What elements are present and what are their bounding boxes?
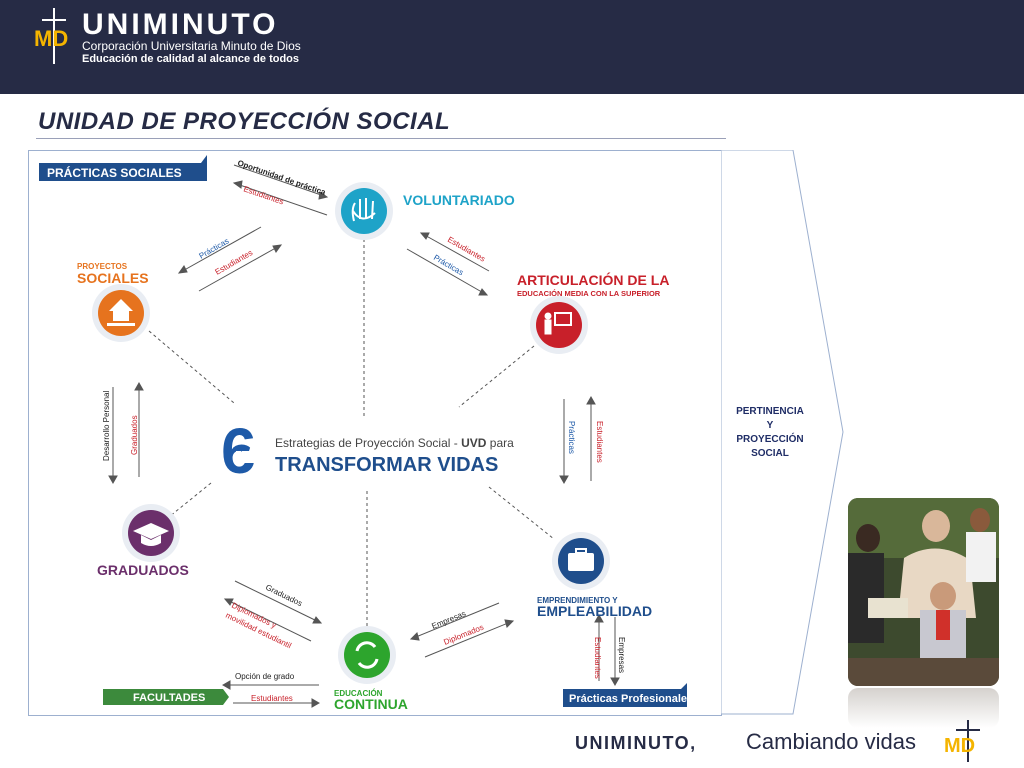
label-estudiantes-ps: Estudiantes — [214, 248, 255, 277]
svg-text:FACULTADES: FACULTADES — [133, 692, 205, 704]
label-desarrollo: Desarrollo Personal — [102, 391, 111, 461]
teacher-board-icon — [544, 312, 572, 335]
svg-text:Prácticas Profesionales: Prácticas Profesionales — [569, 693, 693, 705]
graduados-label: GRADUADOS — [97, 562, 189, 578]
node-articulacion: ARTICULACIÓN DE LA EDUCACIÓN MEDIA CON L… — [517, 271, 669, 354]
emprendimiento-label-2: EMPLEABILIDAD — [537, 603, 652, 619]
emprendimiento-label-1: EMPRENDIMIENTO Y — [537, 596, 618, 605]
proyectos-label-1: PROYECTOS — [77, 262, 128, 271]
label-estudiantes-art: Estudiantes — [446, 235, 487, 264]
page-title: UNIDAD DE PROYECCIÓN SOCIAL — [38, 108, 451, 135]
pertinencia-arrow-shape — [721, 150, 844, 715]
label-estudiantes-fac: Estudiantes — [251, 694, 293, 703]
diagram-canvas: PRÁCTICAS SOCIALES FACULTADES Prácticas … — [39, 155, 693, 712]
banner-facultades: FACULTADES — [103, 689, 229, 705]
center-line1: Estrategias de Proyección Social - UVD p… — [275, 436, 514, 450]
community-photo — [848, 498, 999, 686]
node-proyectos-sociales: PROYECTOS SOCIALES — [77, 262, 150, 342]
banner-practicas-sociales: PRÁCTICAS SOCIALES — [39, 155, 207, 181]
hand-icon — [351, 198, 376, 222]
label-practicas-right: Prácticas — [567, 421, 576, 454]
label-estudiantes-top: Estudiantes — [242, 184, 284, 206]
brand-name: UNIMINUTO — [82, 8, 279, 41]
label-graduados: Graduados — [130, 415, 139, 455]
banner-practicas-profesionales: Prácticas Profesionales — [563, 683, 693, 707]
educacion-label-1: EDUCACIÓN — [334, 689, 383, 698]
label-estudiantes-emp: Estudiantes — [593, 637, 602, 679]
svg-text:PRÁCTICAS SOCIALES: PRÁCTICAS SOCIALES — [47, 165, 182, 180]
refresh-icon — [355, 641, 379, 669]
footer-brand: UNIMINUTO, — [575, 733, 697, 753]
label-opcion: Opción de grado — [235, 672, 295, 681]
label-estudiantes-right: Estudiantes — [595, 421, 604, 463]
briefcase-icon — [568, 548, 594, 571]
header-bar: MD UNIMINUTO Corporación Universitaria M… — [0, 0, 1024, 94]
graduation-cap-icon — [133, 523, 169, 546]
center-line2: TRANSFORMAR VIDAS — [275, 454, 498, 476]
dashed-connectors — [148, 239, 555, 629]
arrow-lines — [108, 164, 620, 708]
house-hand-icon — [107, 299, 135, 326]
node-emprendimiento: EMPRENDIMIENTO Y EMPLEABILIDAD — [537, 532, 652, 619]
node-voluntariado: VOLUNTARIADO — [335, 182, 515, 240]
brand-tagline: Educación de calidad al alcance de todos — [82, 53, 300, 65]
uniminuto-logo-icon: MD — [34, 8, 68, 64]
center-title: 6 Estrategias de Proyección Social - UVD… — [221, 415, 514, 487]
strategy-diagram: PRÁCTICAS SOCIALES FACULTADES Prácticas … — [28, 150, 722, 716]
brand-subtitle: Corporación Universitaria Minuto de Dios — [82, 39, 301, 53]
proyectos-label-2: SOCIALES — [77, 270, 149, 286]
node-educacion-continua: EDUCACIÓN CONTINUA — [334, 626, 408, 712]
photo-reflection — [848, 688, 999, 728]
footer-logo-icon: MD — [944, 720, 980, 762]
articulacion-label-2: EDUCACIÓN MEDIA CON LA SUPERIOR — [517, 289, 661, 298]
educacion-label-2: CONTINUA — [334, 696, 408, 712]
logo-text: MD — [34, 26, 68, 51]
label-practicas-ps: Prácticas — [198, 236, 231, 260]
voluntariado-label: VOLUNTARIADO — [403, 192, 515, 208]
articulacion-label-1: ARTICULACIÓN DE LA — [517, 271, 669, 288]
label-practicas-art: Prácticas — [432, 253, 465, 277]
title-divider — [36, 138, 726, 139]
pertinencia-label: PERTINENCIA Y PROYECCIÓN SOCIAL — [736, 406, 804, 459]
node-graduados: GRADUADOS — [97, 504, 189, 578]
label-empresas-ec: Empresas — [430, 609, 467, 631]
label-empresas-emp: Empresas — [617, 637, 626, 673]
footer-logo-text: MD — [944, 735, 975, 757]
thumbs-up-icon — [236, 443, 261, 463]
footer-slogan: Cambiando vidas — [746, 729, 916, 754]
brand-block: UNIMINUTO Corporación Universitaria Minu… — [82, 8, 301, 66]
